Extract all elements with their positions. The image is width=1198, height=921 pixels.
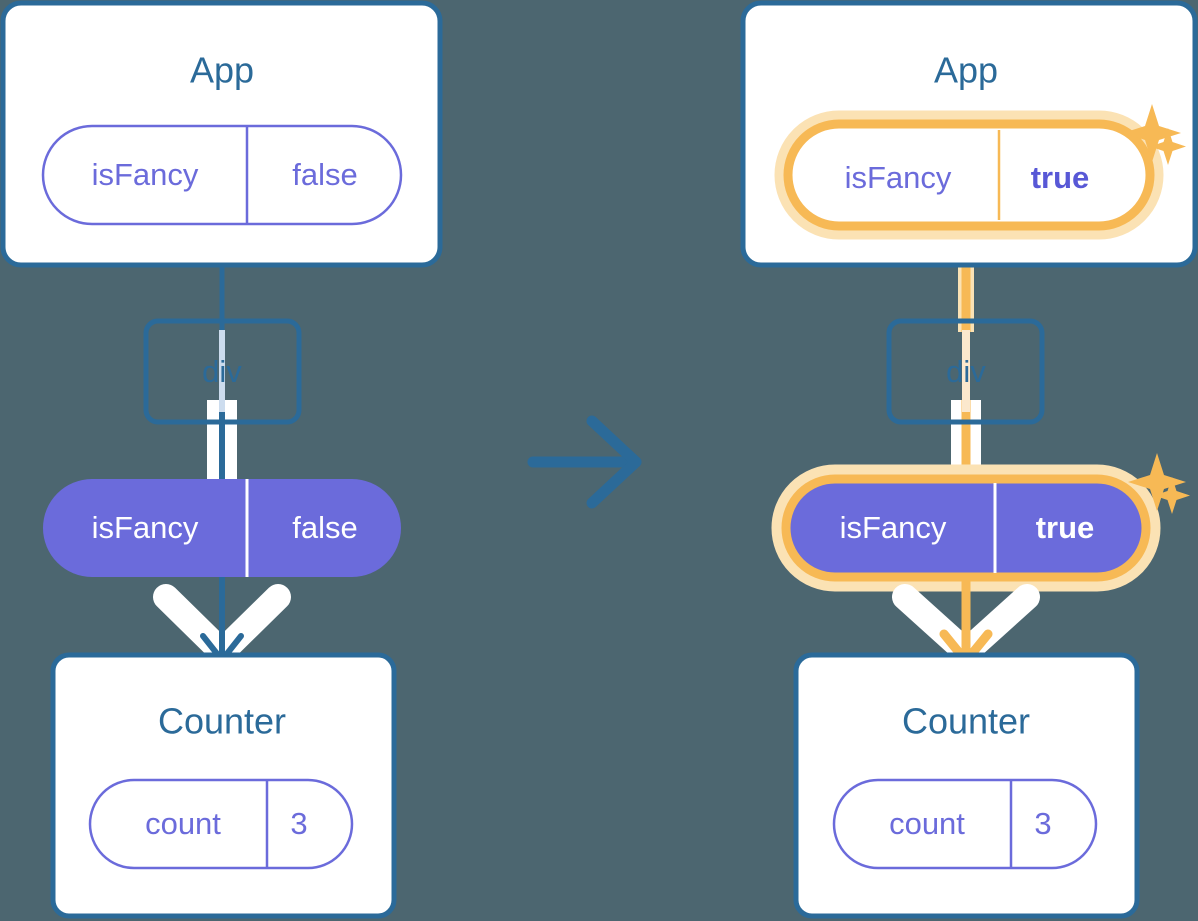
transition-arrow bbox=[527, 415, 642, 509]
arrow-wing-left bbox=[153, 584, 235, 665]
pill-value: true bbox=[1031, 160, 1090, 195]
app-card-before: App isFancy false bbox=[0, 0, 443, 268]
div-card-body bbox=[143, 318, 302, 425]
app-state-pill-after[interactable]: isFancy true bbox=[774, 110, 1164, 240]
sparkle-large-top-icon bbox=[1123, 104, 1181, 162]
pill-outline-shape bbox=[88, 778, 354, 870]
counter-state-pill-after[interactable]: count 3 bbox=[832, 778, 1098, 870]
panel-after: App isFancy true div bbox=[740, 0, 1198, 919]
pill-value: true bbox=[1036, 510, 1095, 545]
div-card-label: div bbox=[946, 354, 986, 389]
counter-card-title: Counter bbox=[158, 701, 286, 742]
prop-arrow-before bbox=[153, 577, 291, 665]
panel-before: App isFancy false div isFancy false bbox=[0, 0, 443, 919]
sparkle-small-mid-icon bbox=[1154, 477, 1190, 514]
counter-state-pill-before[interactable]: count 3 bbox=[88, 778, 354, 870]
pill-key: isFancy bbox=[92, 157, 199, 192]
pill-key: isFancy bbox=[92, 510, 199, 545]
app-card-title: App bbox=[934, 50, 998, 91]
app-state-pill-before[interactable]: isFancy false bbox=[41, 124, 403, 226]
pill-value: 3 bbox=[290, 806, 307, 841]
arrow-wing-right bbox=[209, 584, 291, 665]
div-card-label: div bbox=[202, 354, 242, 389]
pill-value: 3 bbox=[1034, 806, 1051, 841]
pill-highlight-ring bbox=[783, 119, 1155, 231]
pill-key: count bbox=[145, 806, 221, 841]
pill-outline-shape bbox=[41, 124, 403, 226]
pill-value: false bbox=[292, 510, 357, 545]
pill-key: count bbox=[889, 806, 965, 841]
pill-key: isFancy bbox=[845, 160, 952, 195]
app-card-after: App isFancy true bbox=[740, 0, 1198, 268]
sparkle-large-mid-icon bbox=[1128, 453, 1186, 511]
counter-card-after: Counter count 3 bbox=[793, 652, 1140, 919]
div-card-after: div bbox=[886, 318, 1045, 425]
pill-highlight-halo bbox=[774, 110, 1164, 240]
counter-card-before: Counter count 3 bbox=[50, 652, 397, 919]
pill-filled-shape bbox=[43, 479, 401, 577]
div-card-body bbox=[886, 318, 1045, 425]
pill-key: isFancy bbox=[840, 510, 947, 545]
pill-outline-shape bbox=[832, 778, 1098, 870]
prop-pill-after[interactable]: isFancy true bbox=[771, 464, 1161, 592]
app-card-title: App bbox=[190, 50, 254, 91]
div-card-before: div bbox=[143, 318, 302, 425]
counter-card-title: Counter bbox=[902, 701, 1030, 742]
prop-pill-before[interactable]: isFancy false bbox=[43, 479, 401, 577]
arrow-right-icon-head bbox=[586, 415, 642, 509]
sparkle-small-top-icon bbox=[1150, 128, 1186, 165]
pill-value: false bbox=[292, 157, 357, 192]
